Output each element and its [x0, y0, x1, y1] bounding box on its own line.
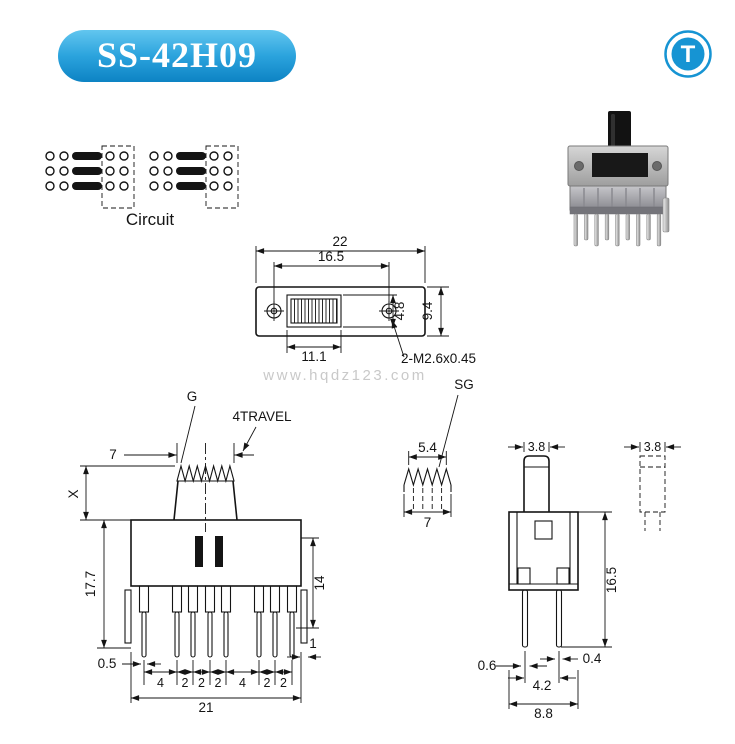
dim-side-pin-spacing: 4.2: [533, 678, 552, 693]
window-hatch: [294, 299, 337, 323]
dim-pin-pitch: 4: [239, 676, 246, 690]
mount-bracket-left: [124, 589, 132, 644]
side-knob: [523, 455, 550, 512]
thread-spec-note: 2-M2.6x0.45: [401, 351, 476, 366]
detail-tooth-centerlines: [412, 488, 443, 511]
photo-base-ribs: [583, 188, 655, 208]
model-number: SS-42H09: [97, 35, 257, 75]
dim-side-pin-right-width: 0.4: [583, 651, 602, 666]
photo-slider-slot: [592, 153, 648, 177]
side-body-outline: [508, 511, 579, 591]
label-sg: SG: [454, 377, 474, 392]
brand-logo: T: [664, 30, 712, 78]
dim-pin-thickness: 0.5: [98, 656, 117, 671]
knob-phantom: 3.8: [624, 440, 681, 531]
dim-hole-spacing: 16.5: [318, 249, 344, 264]
front-pins: [138, 585, 298, 658]
dim-pin-pitch: 2: [215, 676, 222, 690]
dim-side-pin-left-width: 0.6: [478, 658, 497, 673]
circuit-diagram: Circuit: [45, 145, 239, 229]
dim-pin-pitch: 2: [264, 676, 271, 690]
side-pin-right: [555, 589, 563, 648]
photo-mount-hole-right: [652, 161, 662, 171]
dim-side-body-width: 8.8: [534, 706, 553, 721]
dim-side-height: 16.5: [604, 567, 619, 593]
model-badge: SS-42H09: [58, 30, 296, 82]
front-body-outline: [130, 519, 302, 587]
dim-front-total-width: 21: [198, 700, 213, 715]
photo-base-edge: [569, 206, 667, 215]
body-vent-slot-right: [215, 536, 223, 567]
product-photo: [567, 111, 670, 247]
knob-serration: [176, 463, 235, 484]
dim-knob-height-x: X: [66, 489, 81, 498]
dim-window-width: 11.1: [301, 349, 326, 364]
circuit-caption: Circuit: [126, 210, 174, 229]
dim-front-body-height: 17.7: [83, 571, 98, 597]
circuit-terminals-group-2: [149, 151, 233, 191]
circuit-bridges-group-1: [72, 152, 102, 190]
circuit-terminals-group-1: [45, 151, 129, 191]
dim-bracket-thickness: 1: [309, 636, 317, 651]
circuit-bridges-group-2: [176, 152, 206, 190]
dim-inner-height: 14: [312, 575, 327, 591]
top-view-outline: [255, 286, 426, 337]
front-view: G 4TRAVEL 7 X 17.7 14 0.5 1: [66, 389, 327, 715]
top-view: 22 16.5 11.1 4.8 9.4 2-M2.6x0.45: [255, 234, 476, 366]
dim-serration-top-width: 5.4: [418, 440, 437, 455]
serration-detail: SG 5.4 7: [403, 377, 474, 530]
photo-pins: [573, 197, 670, 247]
logo-letter: T: [681, 41, 696, 68]
side-view: 3.8 16.5 0.6 0.4 4.2 8.8: [478, 440, 619, 721]
dim-pin-pitch: 2: [198, 676, 205, 690]
circuit-position-box-1: [101, 145, 135, 209]
phantom-knob-outline: [639, 455, 666, 513]
dim-serration-bottom-width: 7: [424, 515, 432, 530]
slider-window: [286, 294, 342, 328]
circuit-position-box-2: [205, 145, 239, 209]
dim-top-overall-width: 22: [332, 234, 347, 249]
dim-top-body-height: 9.4: [420, 301, 435, 320]
knob-sides: [173, 480, 238, 521]
model-badge-pill: [58, 30, 296, 82]
dim-pin-pitch: 4: [157, 676, 164, 690]
logo-inner-circle: [671, 37, 705, 71]
dim-side-knob-width: 3.8: [528, 440, 545, 454]
side-pin-left: [521, 589, 529, 648]
dim-pin-pitch: 2: [280, 676, 287, 690]
label-travel: 4TRAVEL: [232, 409, 292, 424]
detail-serration-profile: [403, 467, 452, 487]
mount-hole-left: [264, 301, 284, 321]
body-vent-slot-left: [195, 536, 203, 567]
dim-window-height: 4.8: [392, 302, 407, 321]
side-foot-left: [517, 567, 531, 585]
mount-bracket-right: [300, 589, 308, 644]
dim-pin-pitch: 2: [182, 676, 189, 690]
photo-mount-hole-left: [574, 161, 584, 171]
dim-phantom-knob-width: 3.8: [644, 440, 661, 454]
side-body-window: [534, 520, 553, 540]
watermark: www.hqdz123.com: [262, 367, 426, 384]
photo-plastic-base: [569, 185, 667, 211]
label-serration-g: G: [187, 389, 198, 404]
dim-knob-width: 7: [109, 447, 117, 462]
side-foot-right: [556, 567, 570, 585]
